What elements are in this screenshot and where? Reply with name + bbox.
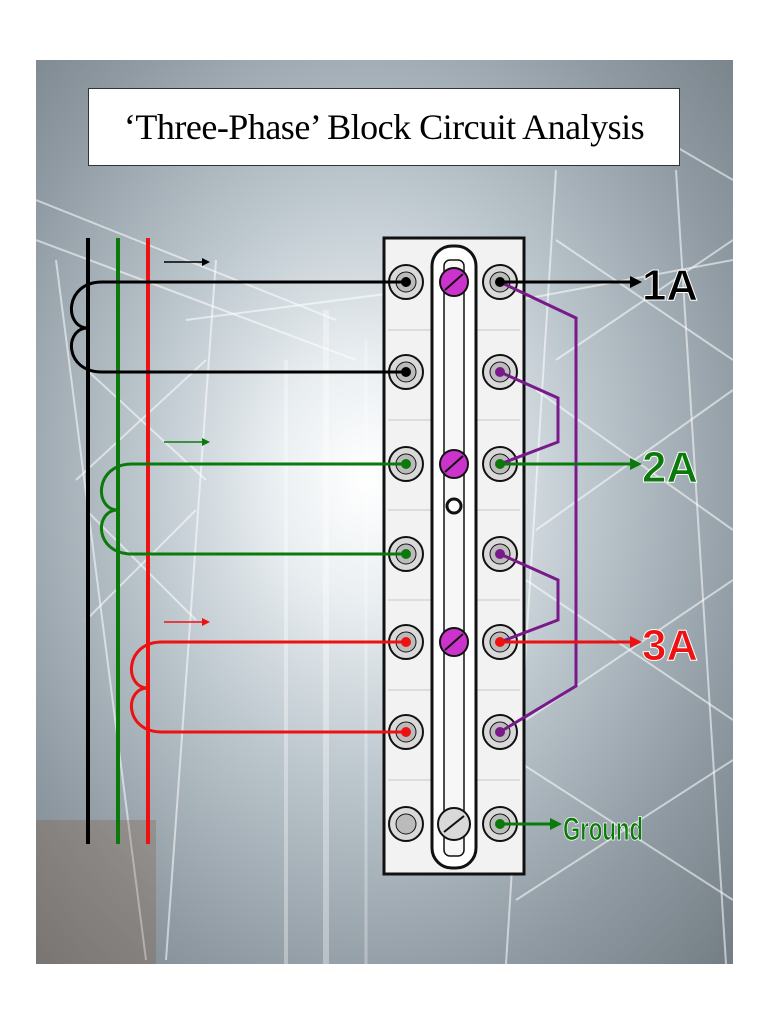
title-box: ‘Three-Phase’ Block Circuit Analysis xyxy=(88,88,680,166)
phase1-ct-wiring xyxy=(69,280,406,374)
circuit-diagram: 1A 2A 3A Ground xyxy=(69,236,699,876)
label-3A: 3A xyxy=(642,621,698,670)
label-2A: 2A xyxy=(642,443,698,492)
label-1A: 1A xyxy=(642,261,698,310)
label-ground: Ground xyxy=(563,811,643,847)
substation-background-image xyxy=(36,99,733,964)
neutral-jumpers xyxy=(499,280,578,734)
link-screw-phase2 xyxy=(439,449,469,479)
output-lead-ground xyxy=(500,818,562,830)
current-arrow-phase2 xyxy=(164,438,210,446)
current-arrow-phase3 xyxy=(164,618,210,626)
output-lead-2A xyxy=(500,458,642,470)
slide-title: ‘Three-Phase’ Block Circuit Analysis xyxy=(123,107,645,147)
slide: ‘Three-Phase’ Block Circuit Analysis xyxy=(36,60,733,964)
output-lead-1A xyxy=(500,276,642,288)
phase3-ct-wiring xyxy=(129,640,406,734)
output-lead-3A xyxy=(500,636,642,648)
phase2-ct-wiring xyxy=(99,462,406,556)
link-screw-phase3 xyxy=(439,627,469,657)
link-screw-phase1 xyxy=(439,267,469,297)
current-arrow-phase1 xyxy=(164,258,210,266)
